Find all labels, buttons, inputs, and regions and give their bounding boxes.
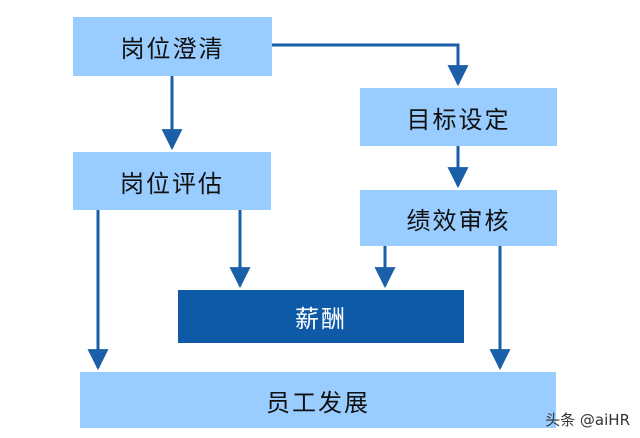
node-compensation-label: 薪酬: [295, 305, 347, 333]
node-goal-setting-label: 目标设定: [406, 105, 511, 134]
node-job-evaluation: 岗位评估: [73, 152, 271, 210]
node-job-clarification: 岗位澄清: [73, 17, 272, 76]
node-performance-review-label: 绩效审核: [406, 206, 511, 235]
node-job-clarification-label: 岗位澄清: [120, 35, 225, 63]
node-employee-development: 员工发展: [80, 372, 556, 428]
arrow-clarify-to-goal: [272, 43, 469, 87]
node-employee-development-label: 员工发展: [266, 388, 370, 417]
node-performance-review: 绩效审核: [360, 190, 557, 246]
node-goal-setting: 目标设定: [360, 88, 557, 146]
watermark: 头条 @aiHR: [545, 411, 630, 429]
node-compensation: 薪酬: [178, 290, 464, 343]
node-job-evaluation-label: 岗位评估: [120, 169, 224, 198]
